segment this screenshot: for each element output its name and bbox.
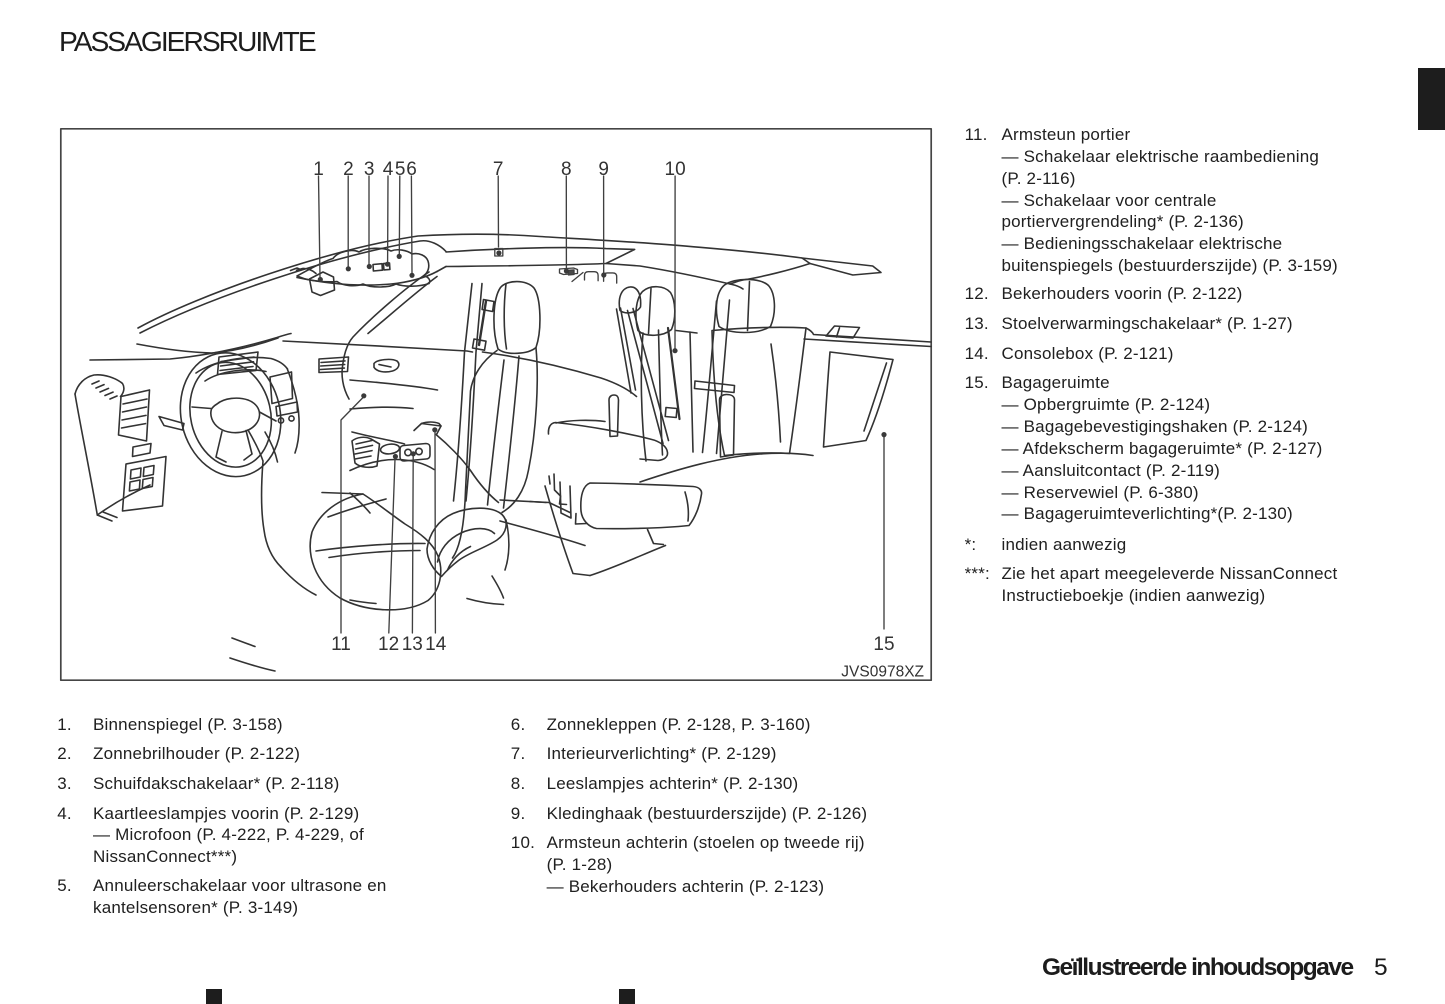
svg-text:3: 3 <box>364 159 375 180</box>
svg-text:12: 12 <box>378 634 399 655</box>
svg-text:1: 1 <box>313 159 324 180</box>
svg-text:4: 4 <box>383 159 394 180</box>
svg-text:2: 2 <box>343 159 354 180</box>
svg-text:14: 14 <box>425 634 447 655</box>
svg-text:8: 8 <box>561 159 572 180</box>
svg-text:6: 6 <box>406 159 417 180</box>
svg-text:5: 5 <box>395 159 406 180</box>
svg-text:15: 15 <box>873 634 894 655</box>
svg-text:11: 11 <box>331 634 351 655</box>
svg-text:7: 7 <box>493 159 504 180</box>
svg-text:13: 13 <box>402 634 423 655</box>
svg-text:9: 9 <box>598 159 609 180</box>
svg-text:10: 10 <box>665 159 686 180</box>
svg-text:JVS0978XZ: JVS0978XZ <box>841 664 924 681</box>
